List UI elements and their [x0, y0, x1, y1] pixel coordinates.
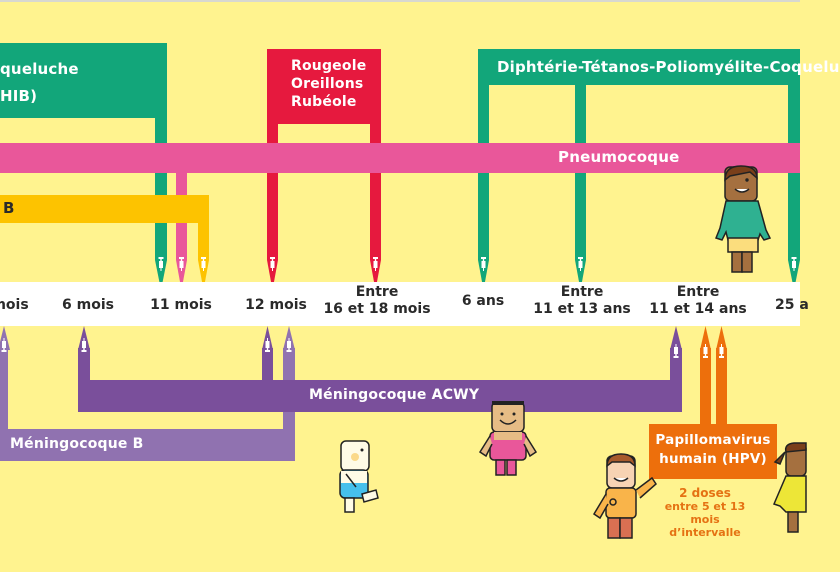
band-meningo-b-label: Méningocoque B [10, 436, 144, 452]
band-pneumocoque-label: Pneumocoque [558, 148, 680, 166]
stem-acwy-12m [262, 348, 273, 383]
teen-green-illustration [715, 165, 772, 273]
tick-label: 11 mois [150, 297, 212, 314]
needle-ror-16-18m [370, 260, 381, 290]
syringe-icon [578, 257, 583, 271]
needle-dtpc-25ans [788, 260, 800, 290]
tick-label: Entre 11 et 14 ans [649, 284, 747, 318]
syringe-icon [1, 338, 7, 352]
baby-illustration [339, 440, 379, 513]
hpv-note-line3: d’intervalle [669, 526, 741, 539]
tick-label: Entre 16 et 18 mois [323, 284, 430, 318]
stem-hpv-dose1 [700, 348, 711, 428]
syringe-icons-bottom [1, 338, 724, 358]
band-ror-label: Rougeole Oreillons Rubéole [267, 49, 381, 124]
band-hpv-line1: Papillomavirus [655, 432, 771, 448]
band-ror-line3: Rubéole [291, 94, 357, 110]
band-hepatite-b-label: B [3, 199, 15, 217]
tick-text: Entre [560, 284, 604, 300]
tick-text: 25 a [775, 297, 809, 313]
stem-acwy-11-14ans [670, 348, 682, 383]
needle-dtpc-11-13ans [575, 260, 586, 290]
girl-pink-illustration [478, 401, 538, 476]
tick-label: 6 ans [462, 293, 504, 310]
tick-text: 12 mois [245, 297, 307, 313]
needle-acwy-11-14ans [670, 326, 682, 350]
band-dtpc-hib: queluche HIB) [0, 43, 167, 118]
band-hepatite-b: B [0, 195, 209, 223]
needle-hepb-11m [198, 260, 209, 290]
stem-hepb-11m [198, 223, 209, 260]
band-ror-line1: Rougeole [291, 58, 367, 74]
characters [339, 165, 807, 539]
band-dtpc-booster-label: Diphtérie-Tétanos-Poliomyélite-Coquelu [497, 58, 840, 76]
hpv-dose-note: 2 doses entre 5 et 13 mois d’intervalle [650, 486, 760, 540]
syringe-icon [179, 257, 184, 271]
tick-text: 6 mois [62, 297, 114, 313]
stem-ror-12m [267, 124, 278, 260]
syringe-icon [719, 344, 724, 358]
tick-label: Entre 11 et 13 ans [533, 284, 631, 318]
syringe-icon [270, 257, 275, 271]
tick-text: 16 et 18 mois [323, 301, 431, 317]
syringe-icon [286, 338, 292, 352]
band-meningo-acwy-label: Méningocoque ACWY [309, 387, 480, 403]
timeline-axis [0, 282, 800, 326]
needle-ror-12m [267, 260, 278, 290]
stem-ror-16-18m [370, 124, 381, 260]
needle-hpv-dose1 [700, 326, 711, 350]
tick-text: 11 mois [150, 297, 212, 313]
syringe-icons-top [158, 257, 797, 271]
syringe-icon [373, 257, 378, 271]
band-dtpc-hib-line1: queluche [0, 60, 79, 78]
band-ror-line2: Oreillons [291, 76, 364, 92]
tick-text: Entre [355, 284, 399, 300]
tick-label: 6 mois [62, 297, 114, 314]
syringe-icon [158, 257, 164, 271]
syringe-icon [791, 257, 797, 271]
tick-text: 11 et 13 ans [533, 301, 631, 317]
stem-hpv-dose2 [716, 348, 727, 428]
needle-pneumo-11m [176, 260, 187, 290]
stem-menb-left [0, 348, 8, 434]
tick-text: mois [0, 297, 29, 313]
needle-hpv-dose2 [716, 326, 727, 350]
band-meningo-acwy: Méningocoque ACWY [78, 380, 682, 412]
needles-bottom [0, 326, 727, 358]
needles-top [155, 257, 800, 290]
syringe-icon [673, 344, 679, 358]
syringe-icon [201, 257, 206, 271]
band-meningo-b: Méningocoque B [0, 429, 295, 461]
tick-label: mois [0, 297, 29, 314]
tick-label: 12 mois [245, 297, 307, 314]
stem-acwy-6m [78, 348, 90, 383]
tick-text: Entre [676, 284, 720, 300]
tick-label: 25 a [775, 297, 809, 314]
band-pneumocoque: Pneumocoque [0, 143, 800, 173]
tick-text: 11 et 14 ans [649, 301, 747, 317]
syringe-icon [81, 338, 87, 352]
syringe-icon [703, 344, 708, 358]
hpv-note-line2: entre 5 et 13 mois [664, 500, 746, 526]
syringe-icon [265, 338, 270, 352]
band-dtpc-booster: Diphtérie-Tétanos-Poliomyélite-Coquelu [478, 49, 839, 85]
band-hpv: Papillomavirus humain (HPV) [649, 424, 777, 479]
band-dtpc-hib-line2: HIB) [0, 87, 38, 105]
needle-dtpc-11m [155, 260, 167, 290]
band-hpv-line2: humain (HPV) [659, 451, 767, 467]
top-border [0, 0, 800, 2]
needle-dtpc-6ans [478, 260, 489, 290]
tick-text: 6 ans [461, 293, 505, 309]
boy-orange-illustration [592, 453, 657, 539]
syringe-icon [481, 257, 486, 271]
hpv-note-line1: 2 doses [679, 486, 731, 500]
girl-yellow-illustration [772, 442, 807, 533]
